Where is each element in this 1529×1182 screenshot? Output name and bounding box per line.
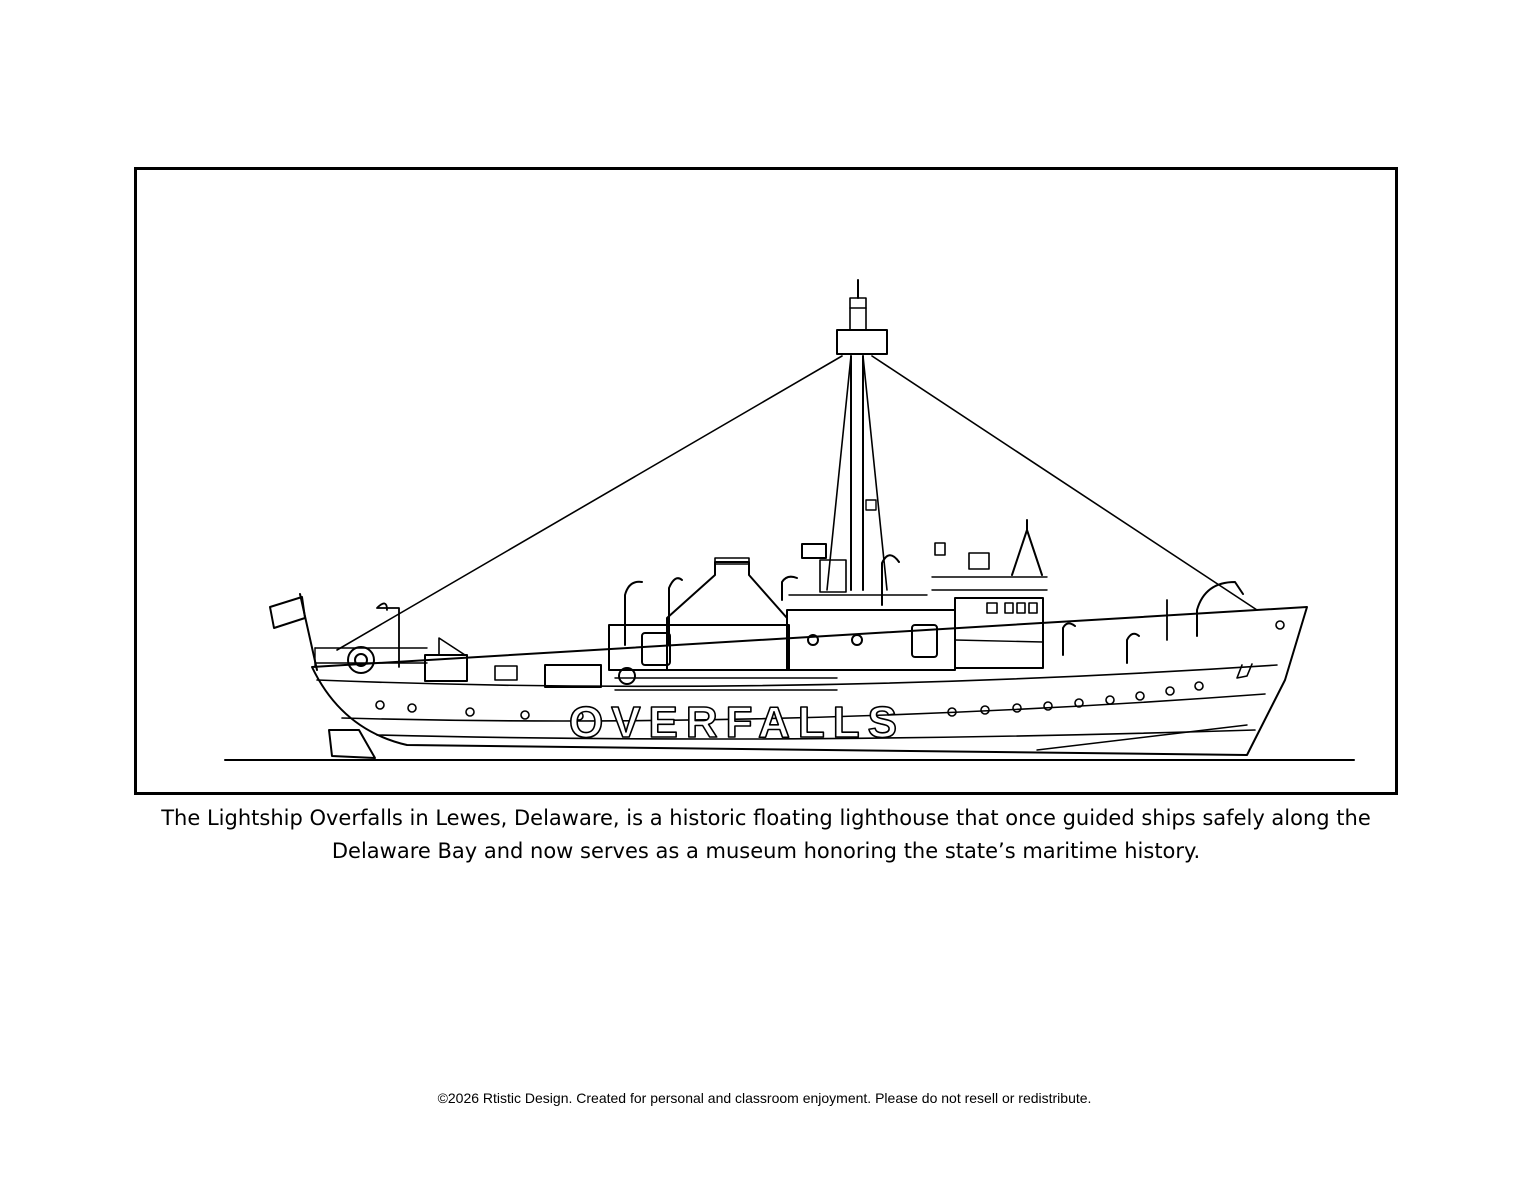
illustration-frame: OVERFALLS [134,167,1398,795]
life-ring-mid [618,667,636,685]
funnel [666,561,788,671]
portholes [375,620,1285,721]
flag [269,596,306,629]
hull-lettering: OVERFALLS [569,698,905,747]
davit-aft [376,602,400,668]
bridge-deckhouse [786,609,956,671]
rudder [328,729,376,759]
caption: The Lightship Overfalls in Lewes, Delawa… [134,802,1398,868]
searchlight [801,543,827,559]
mast-lantern-platform [836,329,888,355]
copyright-footer: ©2026 Rtistic Design. Created for person… [437,1090,1092,1106]
aft-mast [1011,519,1043,576]
ventilator-6 [1062,622,1076,656]
ventilator-2 [668,577,683,646]
pilot-house-windows [986,602,1038,614]
caption-line-2: Delaware Bay and now serves as a museum … [331,839,1201,863]
mid-door [641,632,671,666]
aft-stay [871,355,1258,611]
ventilator-5 [1126,632,1140,664]
fore-stay [336,355,843,651]
caption-line-1: The Lightship Overfalls in Lewes, Delawa… [161,806,1371,830]
ventilator-4 [881,554,900,606]
ventilator-3 [781,575,798,601]
ventilator-1 [624,580,643,646]
hull [311,606,1308,756]
pilot-house [954,597,1044,669]
bridge-door [911,624,938,658]
deck-box [544,664,602,688]
mid-deckhouse [608,624,790,671]
life-ring-aft [347,646,375,674]
davit-bow [1196,581,1244,637]
anchor [1236,663,1253,679]
lightship-illustration: OVERFALLS [224,279,1355,761]
